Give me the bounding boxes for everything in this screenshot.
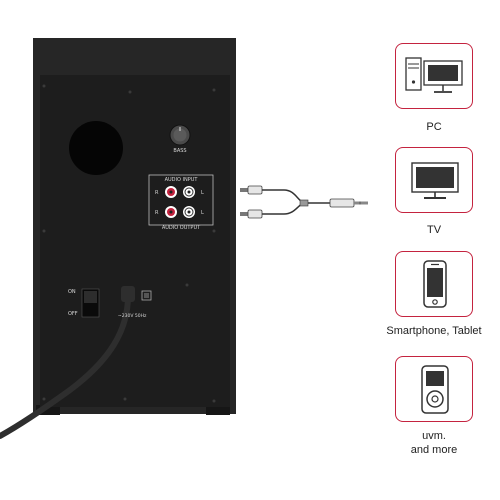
rca-jacks (165, 186, 195, 218)
left-channel-label-2: L (201, 210, 204, 216)
panel-screws (42, 84, 216, 403)
more-devices-label-2: and more (410, 444, 458, 456)
speaker-foot-right (206, 405, 230, 415)
mp3-player-icon (421, 365, 449, 414)
power-socket (141, 290, 152, 301)
power-plug (121, 286, 135, 302)
audio-output-label: AUDIO OUTPUT (162, 225, 201, 231)
tv-icon (411, 162, 459, 199)
power-spec-label: ~230V 50Hz (118, 313, 147, 319)
speaker-back-panel (40, 75, 230, 407)
pc-device-card (395, 43, 473, 109)
bass-label: BASS (173, 148, 186, 154)
tv-label: TV (426, 224, 442, 236)
mp3-player-device-card (395, 356, 473, 422)
pc-icon (405, 57, 463, 93)
right-channel-label: R (155, 190, 159, 196)
tv-device-card (395, 147, 473, 213)
smartphone-tablet-label: Smartphone, Tablet (386, 325, 482, 337)
bass-reflex-port (69, 121, 123, 175)
rca-audio-cable (240, 185, 368, 219)
audio-input-label: AUDIO INPUT (165, 177, 199, 183)
right-channel-label-2: R (155, 210, 159, 216)
left-channel-label: L (201, 190, 204, 196)
speaker-foot-left (36, 405, 60, 415)
pc-label: PC (426, 121, 442, 133)
more-devices-label: uvm. (422, 430, 446, 442)
smartphone-icon (423, 260, 447, 308)
power-cable (0, 293, 131, 439)
switch-on-label: ON (68, 289, 76, 295)
smartphone-device-card (395, 251, 473, 317)
switch-off-label: OFF (68, 311, 78, 317)
audio-jack-panel (148, 174, 214, 226)
